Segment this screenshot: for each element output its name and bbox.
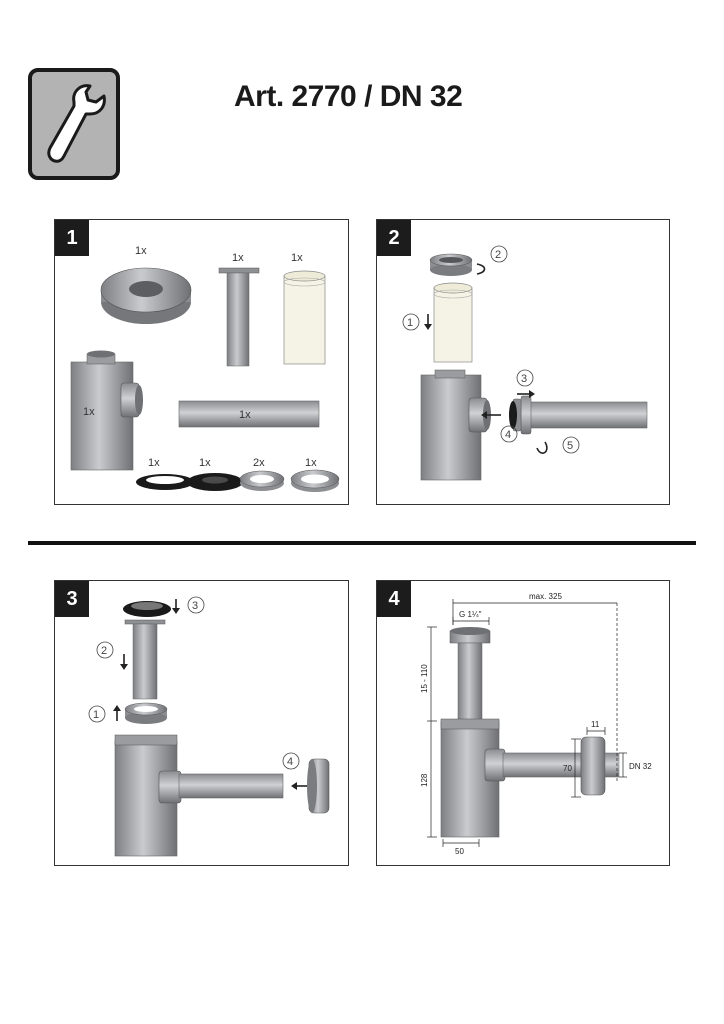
rotate-arrow-icon [536,441,548,454]
callout-5: 5 [562,436,580,454]
rosette-part [307,758,330,814]
black-seal-b-part [187,473,243,491]
svg-text:2: 2 [101,645,107,657]
dip-tube-part [124,619,166,700]
dim-height-range: 15 - 110 [420,664,429,693]
rotate-arrow-icon [476,263,486,275]
assembly-diagram-2: 2 1 3 4 5 [402,245,648,481]
extension-tube-part [433,282,473,363]
dim-pipe-dia: DN 32 [629,762,652,771]
arrowhead-icon [120,664,128,670]
qty-wall-pipe: 1x [239,409,251,421]
svg-text:1: 1 [407,317,413,329]
svg-text:3: 3 [192,600,198,612]
dim-thread: G 1¼" [459,610,482,619]
arrowhead-icon [172,608,180,614]
wall-pipe-part [178,400,320,428]
callout-4: 4 [282,752,300,770]
dimension-diagram: G 1¼" max. 325 15 - 110 128 50 70 11 DN … [420,592,652,856]
callout-1: 1 [402,313,420,331]
dim-rosette-depth: 11 [591,720,600,729]
arrowhead-icon [424,324,432,330]
svg-text:3: 3 [521,373,527,385]
svg-text:1: 1 [93,709,99,721]
callout-4: 4 [500,425,518,443]
wrench-icon [28,68,120,180]
svg-text:4: 4 [505,429,511,441]
grey-ring-part [124,702,168,724]
step-panel-2: 2 [376,219,670,505]
wall-pipe-part [509,395,648,435]
callout-3: 3 [516,369,534,387]
assembly-diagram-3: 3 2 1 4 [88,596,330,857]
step-panel-3: 3 [54,580,349,866]
step-number: 2 [377,220,411,256]
qty-grey-ring: 1x [305,457,317,469]
svg-text:4: 4 [287,756,293,768]
qty-grey-washer: 2x [253,457,265,469]
nut-part [429,253,473,276]
tool-logo [28,68,120,180]
grey-ring-part [290,469,340,492]
rosette-part [100,267,192,324]
qty-trap-body: 1x [83,406,95,418]
step-number: 1 [55,220,89,256]
qty-extension-tube: 1x [291,252,303,264]
qty-rosette: 1x [135,245,147,257]
siphon-assembly [440,627,620,838]
callout-3: 3 [187,596,205,614]
callout-2: 2 [490,245,508,263]
qty-dip-tube: 1x [232,252,244,264]
section-divider [28,541,696,545]
dim-body-width: 50 [455,847,464,856]
grey-washer-part [239,470,285,491]
dim-max-length: max. 325 [529,592,562,601]
step-panel-4: 4 G 1¼" m [376,580,670,866]
trap-body-part [70,350,143,471]
qty-black-seal-a: 1x [148,457,160,469]
extension-tube-part [283,270,326,365]
arrowhead-icon [291,782,297,790]
page-title: Art. 2770 / DN 32 [234,80,463,113]
svg-text:2: 2 [495,249,501,261]
dim-body-height: 128 [420,773,429,787]
arrowhead-icon [481,411,487,419]
trap-body-part [420,369,491,481]
dimension-lines [427,599,627,847]
step-number: 3 [55,581,89,617]
svg-text:5: 5 [567,440,573,452]
qty-black-seal-b: 1x [199,457,211,469]
black-seal-a-part [136,474,194,490]
arrowhead-icon [113,705,121,711]
callout-1: 1 [88,705,106,723]
callout-2: 2 [96,641,114,659]
step-number: 4 [377,581,411,617]
step-panel-1: 1 1x 1x 1x [54,219,349,505]
trap-body-part [114,734,284,857]
arrowhead-icon [529,390,535,398]
black-seal-part [123,601,171,617]
dip-tube-part [218,267,260,367]
parts-diagram: 1x 1x 1x 1x 1x [70,245,340,492]
dim-rosette-dia: 70 [563,764,572,773]
